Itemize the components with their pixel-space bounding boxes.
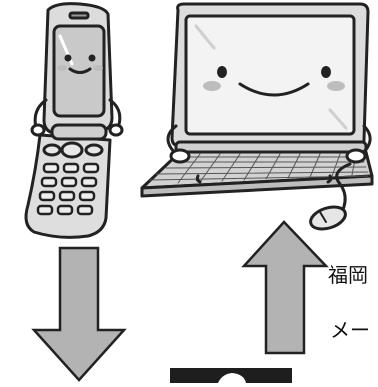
flip-phone-character-icon [24, 2, 124, 239]
caption-line-1: 福岡 [328, 263, 368, 287]
dark-block-icon [170, 368, 292, 383]
arrow-up-icon [241, 220, 329, 355]
caption-line-2: メー [330, 318, 370, 342]
computer-mouse-icon [309, 162, 352, 231]
arrow-down-icon [31, 246, 127, 382]
laptop-character-icon [140, 2, 374, 198]
